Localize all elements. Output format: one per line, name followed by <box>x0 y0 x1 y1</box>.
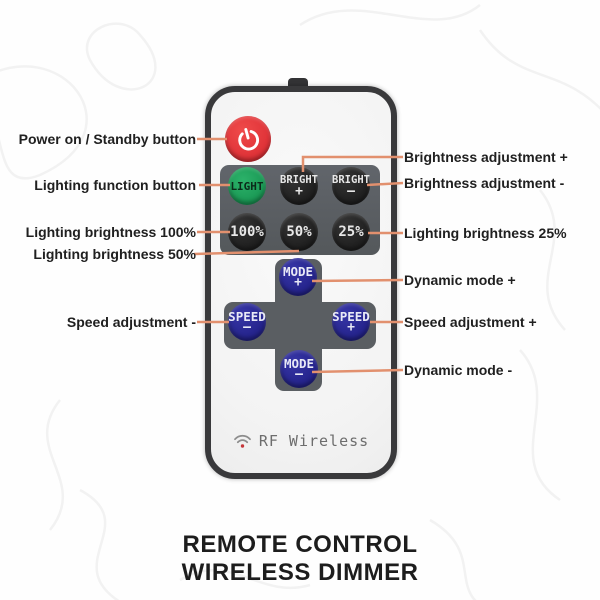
wifi-icon <box>233 434 251 448</box>
light-button-label: LIGHT <box>230 179 264 193</box>
callout-light: Lighting function button <box>34 177 196 193</box>
callout-speed-plus: Speed adjustment + <box>404 314 537 330</box>
callout-100: Lighting brightness 100% <box>25 224 196 240</box>
speed-plus-label: SPEED <box>332 309 370 324</box>
brand-text: RF Wireless <box>258 432 370 450</box>
callout-bright-minus: Brightness adjustment - <box>404 175 565 191</box>
callout-speed-minus: Speed adjustment - <box>66 314 196 330</box>
speed-plus-sign: + <box>347 320 355 335</box>
brightness-100-button[interactable]: 100% <box>228 213 266 251</box>
callout-bright-plus: Brightness adjustment + <box>404 149 568 165</box>
callout-power: Power on / Standby button <box>18 131 196 147</box>
brightness-100-label: 100% <box>230 223 264 240</box>
mode-minus-sign: – <box>295 367 303 382</box>
brightness-plus-label: BRIGHT <box>280 174 318 186</box>
brand-row: RF Wireless <box>211 432 391 450</box>
power-button[interactable] <box>225 116 271 162</box>
antenna-nub <box>288 78 308 87</box>
callout-mode-minus: Dynamic mode - <box>404 362 513 378</box>
speed-minus-sign: – <box>243 320 251 335</box>
brightness-plus-sign: + <box>295 184 303 199</box>
remote-body: LIGHT BRIGHT + BRIGHT – 100% 50% 25% MO <box>205 86 397 479</box>
keypad-panel: LIGHT BRIGHT + BRIGHT – 100% 50% 25% <box>220 165 380 255</box>
speed-minus-label: SPEED <box>228 309 266 324</box>
mode-minus-button[interactable]: MODE – <box>280 350 318 388</box>
power-icon <box>237 127 259 150</box>
callout-25: Lighting brightness 25% <box>404 225 567 241</box>
mode-minus-label: MODE <box>283 356 315 371</box>
brightness-25-label: 25% <box>338 223 364 240</box>
mode-plus-button[interactable]: MODE + <box>279 258 317 296</box>
brightness-25-button[interactable]: 25% <box>332 213 370 251</box>
title-line-2: WIRELESS DIMMER <box>181 559 419 586</box>
title-line-1: REMOTE CONTROL <box>182 531 418 558</box>
speed-minus-button[interactable]: SPEED – <box>228 303 266 341</box>
brightness-50-label: 50% <box>286 223 312 240</box>
brightness-plus-button[interactable]: BRIGHT + <box>280 167 318 205</box>
brightness-minus-label: BRIGHT <box>332 174 370 186</box>
mode-plus-label: MODE <box>282 264 314 279</box>
brightness-minus-button[interactable]: BRIGHT – <box>332 167 370 205</box>
page-title: REMOTE CONTROL WIRELESS DIMMER <box>0 531 600 587</box>
mode-plus-sign: + <box>294 275 302 290</box>
brightness-minus-sign: – <box>347 184 355 199</box>
callout-50: Lighting brightness 50% <box>33 246 196 262</box>
speed-plus-button[interactable]: SPEED + <box>332 303 370 341</box>
callout-mode-plus: Dynamic mode + <box>404 272 516 288</box>
brightness-50-button[interactable]: 50% <box>280 213 318 251</box>
light-button[interactable]: LIGHT <box>228 167 266 205</box>
